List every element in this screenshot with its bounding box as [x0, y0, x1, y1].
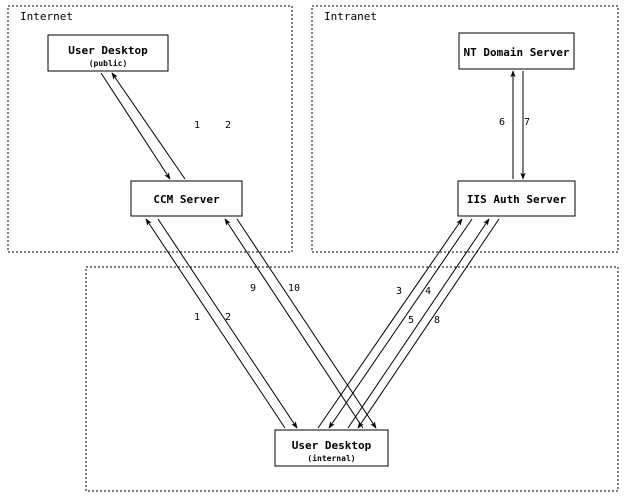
node-user-desktop-public[interactable]: User Desktop (public)	[47, 34, 169, 72]
flow-label-2-internal: 2	[225, 312, 231, 323]
node-user-desktop-public-subtitle: (public)	[89, 58, 128, 68]
zone-intranet: Intranet	[311, 5, 619, 253]
flow-label-1-public: 1	[194, 120, 200, 131]
flow-label-8: 8	[434, 315, 440, 326]
edge-flow-1-internal	[145, 218, 286, 429]
node-user-desktop-internal-title: User Desktop	[292, 439, 372, 452]
node-user-desktop-internal[interactable]: User Desktop (internal)	[274, 429, 389, 467]
node-iis-auth-server-title: IIS Auth Server	[467, 193, 567, 206]
flow-label-5: 5	[408, 315, 414, 326]
edge-flow-1-public	[100, 72, 171, 180]
edge-group-iis-nt	[510, 70, 526, 180]
flow-label-4: 4	[425, 286, 431, 297]
zone-internet: Internet	[7, 5, 293, 253]
zone-intranet-border	[311, 5, 619, 253]
edge-flow-2-public	[111, 72, 186, 180]
flow-label-1-internal: 1	[194, 312, 200, 323]
node-user-desktop-public-title: User Desktop	[68, 44, 148, 57]
edge-group-internal-ccm-right	[224, 218, 377, 429]
zone-internet-label: Internet	[20, 10, 73, 23]
node-iis-auth-server[interactable]: IIS Auth Server	[457, 180, 576, 217]
edge-flow-2-internal	[157, 218, 298, 429]
node-nt-domain-server-box[interactable]	[458, 32, 575, 70]
node-user-desktop-internal-subtitle: (internal)	[307, 453, 355, 463]
flow-label-9: 9	[250, 283, 256, 294]
node-ccm-server[interactable]: CCM Server	[130, 180, 243, 217]
edge-flow-9	[224, 218, 364, 429]
flow-label-2-public: 2	[225, 120, 231, 131]
zone-internal-border	[85, 266, 619, 492]
edge-group-internal-iis-outer	[347, 218, 500, 429]
edge-group-internal-ccm-left	[145, 218, 298, 429]
node-user-desktop-internal-box[interactable]	[274, 429, 389, 467]
edge-flow-5	[347, 218, 490, 429]
flow-label-6: 6	[499, 117, 505, 128]
node-ccm-server-box[interactable]	[130, 180, 243, 217]
node-user-desktop-public-box[interactable]	[47, 34, 169, 72]
node-iis-auth-server-box[interactable]	[457, 180, 576, 217]
edge-group-internal-iis-inner	[317, 218, 473, 429]
zone-intranet-label: Intranet	[324, 10, 377, 23]
flow-label-10: 10	[288, 283, 300, 294]
edge-flow-4	[328, 218, 473, 429]
node-nt-domain-server-title: NT Domain Server	[464, 46, 570, 59]
edge-flow-8	[357, 218, 500, 429]
node-nt-domain-server[interactable]: NT Domain Server	[458, 32, 575, 70]
zone-internal	[85, 266, 619, 492]
node-ccm-server-title: CCM Server	[153, 193, 220, 206]
edge-flow-10	[236, 218, 377, 429]
edge-flow-3	[317, 218, 463, 429]
flow-label-3: 3	[396, 286, 402, 297]
edge-group-public-ccm	[100, 72, 186, 180]
flow-label-7: 7	[524, 117, 530, 128]
zone-internet-border	[7, 5, 293, 253]
